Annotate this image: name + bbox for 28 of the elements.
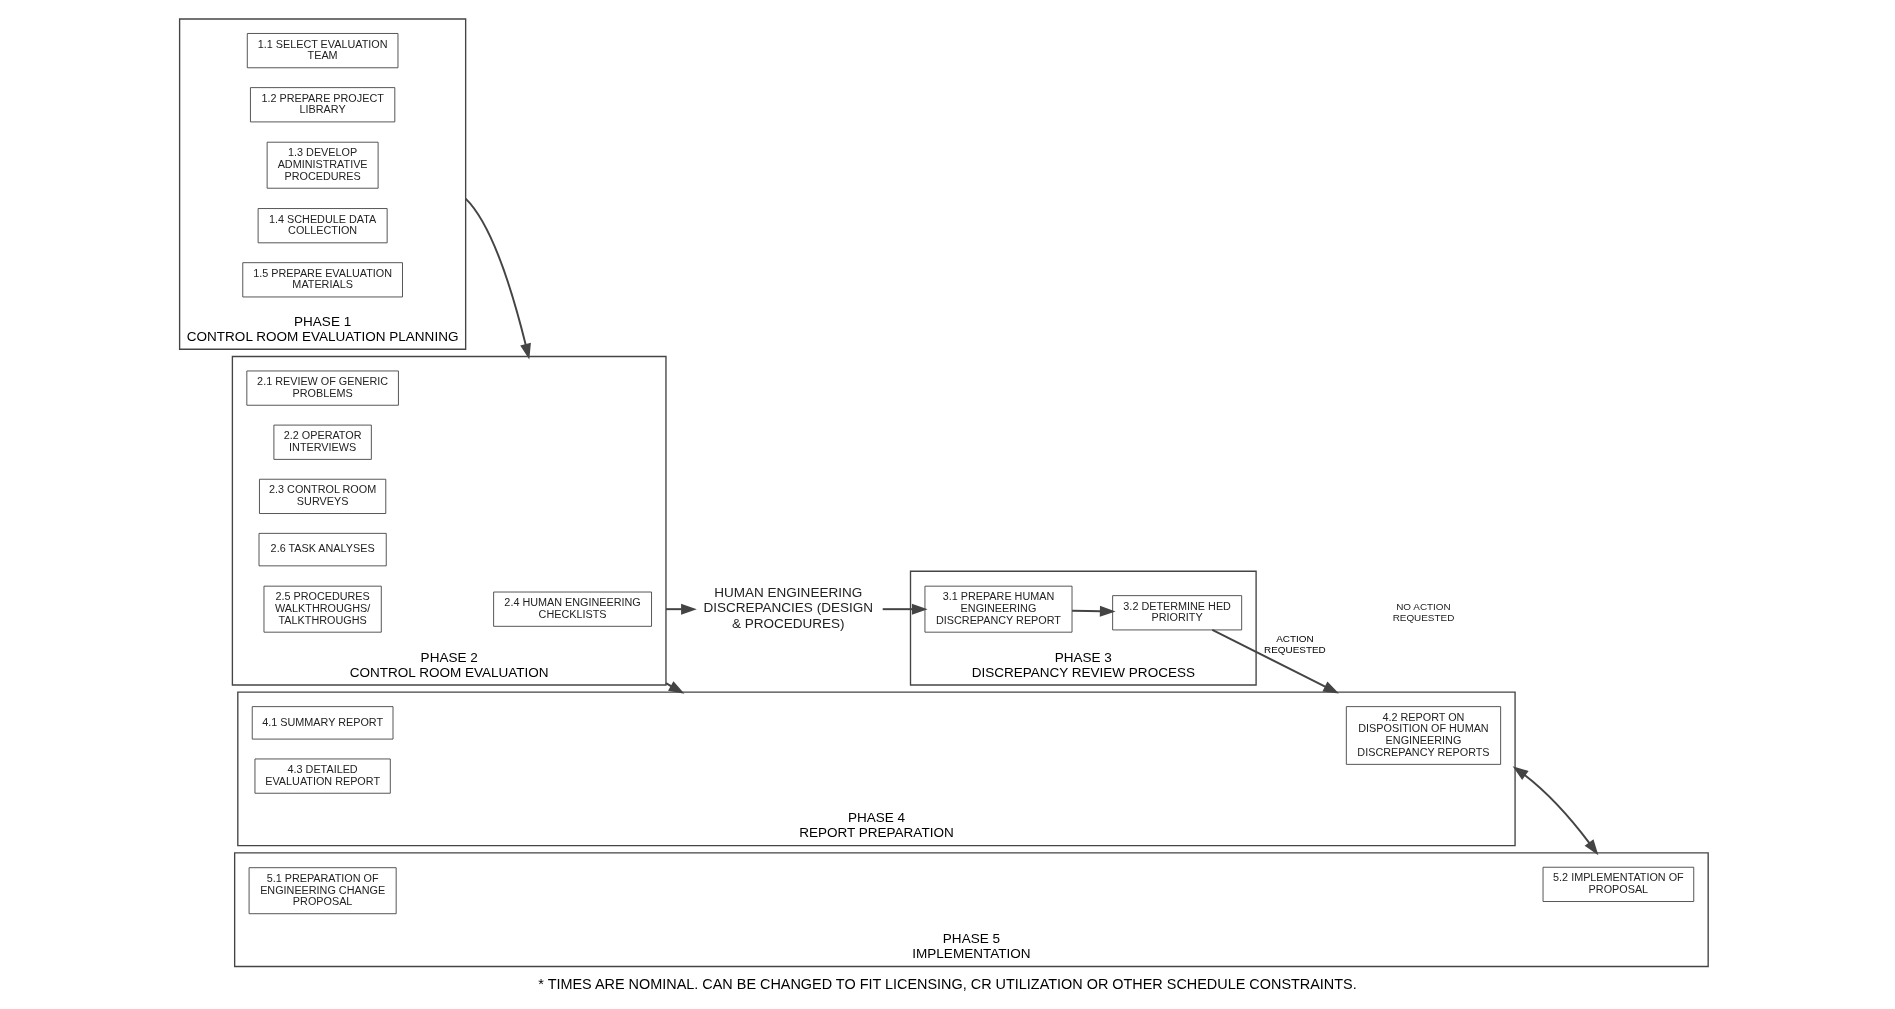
caption: * TIMES ARE NOMINAL. CAN BE CHANGED TO FIT LICENSING, CR UTILIZATION OR OTHER SCHEDULE CONSTRAINTS. <box>538 975 1357 992</box>
node-text: HUMAN ENGINEERING DISCREPANCIES (DESIGN & PROCEDURES) <box>703 584 873 631</box>
node-box: 3.2 DETERMINE HED PRIORITY <box>1112 595 1243 631</box>
arrow <box>881 603 928 615</box>
node-box: 2.2 OPERATOR INTERVIEWS <box>273 424 372 460</box>
label: NO ACTION REQUESTED <box>1392 600 1455 623</box>
node-box: 4.2 REPORT ON DISPOSITION OF HUMAN ENGINEERING DISCREPANCY REPORTS <box>1345 706 1502 765</box>
node-box: 1.2 PREPARE PROJECT LIBRARY <box>250 87 396 123</box>
node-box: 2.3 CONTROL ROOM SURVEYS <box>259 478 387 514</box>
node-box: 2.4 HUMAN ENGINEERING CHECKLISTS <box>493 591 652 627</box>
node-box: 3.1 PREPARE HUMAN ENGINEERING DISCREPANCY REPORT <box>924 585 1073 633</box>
node-box: 2.1 REVIEW OF GENERIC PROBLEMS <box>246 370 399 406</box>
node-box: 1.1 SELECT EVALUATION TEAM <box>246 33 399 69</box>
node-box: 4.1 SUMMARY REPORT <box>251 706 394 740</box>
arrow <box>664 603 697 615</box>
node-box: 1.4 SCHEDULE DATA COLLECTION <box>257 208 388 244</box>
node-box: 1.3 DEVELOP ADMINISTRATIVE PROCEDURES <box>266 141 379 189</box>
node-box: 1.5 PREPARE EVALUATION MATERIALS <box>242 262 403 298</box>
node-box: 5.2 IMPLEMENTATION OF PROPOSAL <box>1542 866 1695 902</box>
edge-label: ACTION REQUESTED <box>1264 633 1326 656</box>
node-box: 2.5 PROCEDURES WALKTHROUGHS/ TALKTHROUGHS <box>263 585 382 633</box>
node-box: 2.6 TASK ANALYSES <box>258 532 387 567</box>
node-box: 5.1 PREPARATION OF ENGINEERING CHANGE PROPOSAL <box>248 867 397 915</box>
arrow <box>1512 766 1599 856</box>
arrow <box>1211 628 1339 694</box>
node-box: 4.3 DETAILED EVALUATION REPORT <box>254 758 391 794</box>
arrow <box>1071 605 1116 617</box>
arrow <box>464 197 531 360</box>
